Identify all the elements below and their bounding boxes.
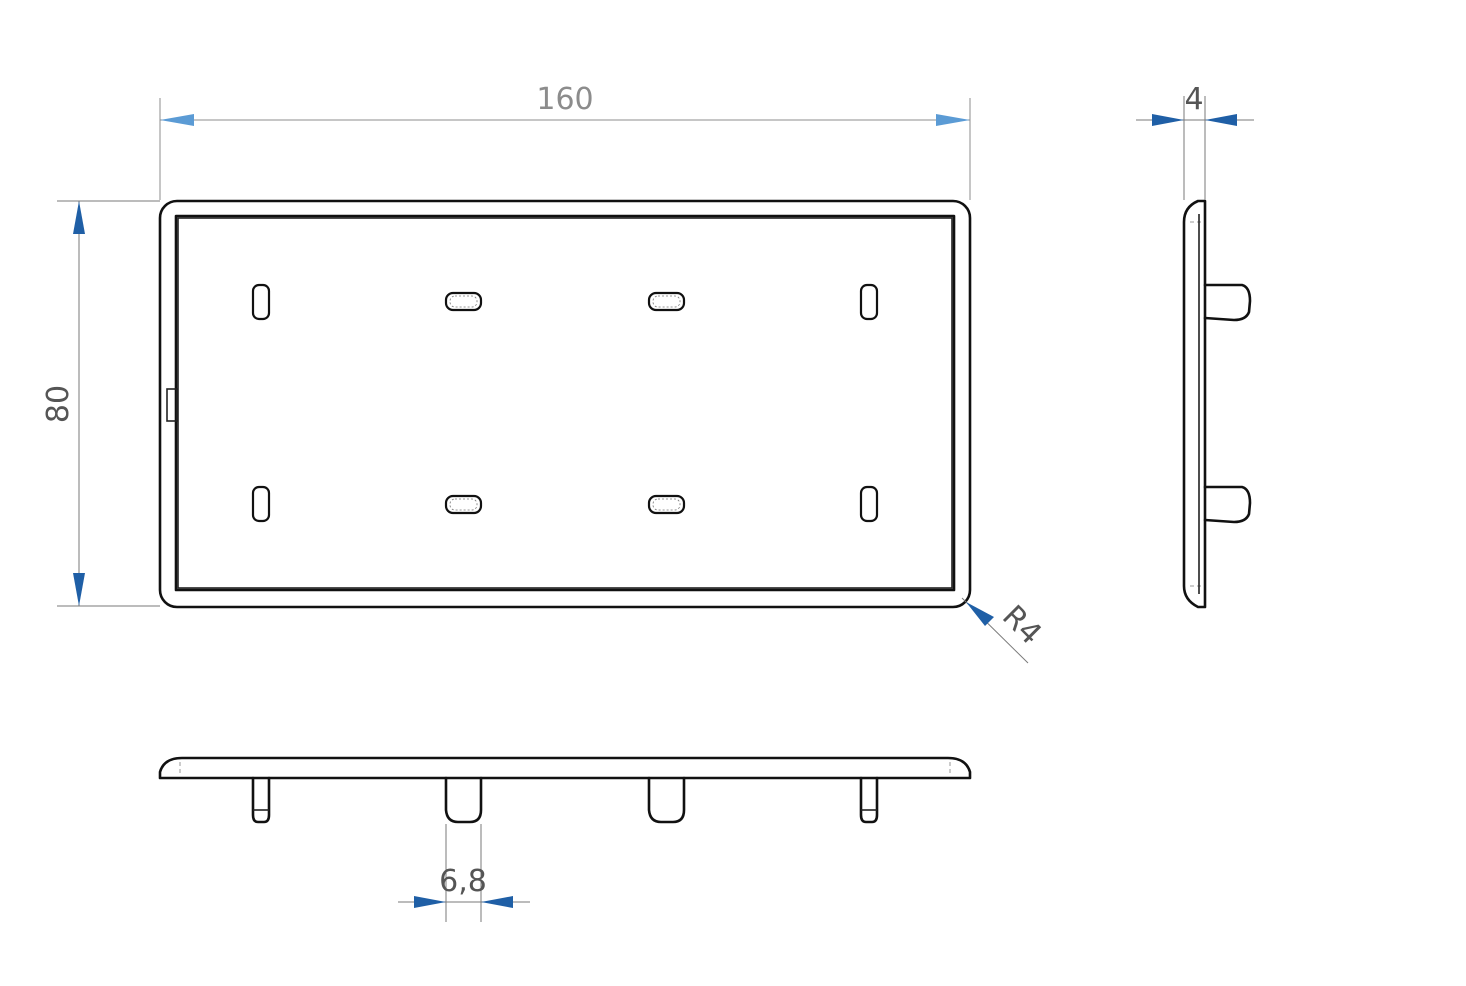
bottom-pin-thin [859, 776, 879, 824]
slot-row-bottom [251, 485, 879, 523]
arrow-right-icon [414, 896, 446, 908]
dimension-height: 80 [41, 200, 160, 607]
dimension-pin-width: 6,8 [398, 824, 530, 922]
dimension-thickness: 4 [1136, 82, 1254, 200]
slot-detail [449, 498, 478, 511]
slot-horizontal [444, 291, 483, 312]
slot-vertical [251, 485, 271, 523]
plate-inner-outline [174, 214, 956, 592]
plate-inner-rim [177, 217, 953, 589]
front-view: 160 80 R4 [41, 82, 1048, 664]
pin-width-label: 6,8 [439, 864, 487, 899]
side-plate-outline [1182, 199, 1207, 609]
slot-horizontal [647, 291, 686, 312]
arrow-right-icon [1152, 114, 1184, 126]
width-label: 160 [536, 82, 593, 117]
radius-label: R4 [995, 599, 1048, 652]
arrow-right-icon [936, 114, 970, 126]
slot-vertical [859, 283, 879, 321]
side-notch [166, 388, 178, 422]
dimension-radius: R4 [961, 597, 1048, 664]
arrow-left-icon [1205, 114, 1237, 126]
bottom-pin-wide [444, 776, 483, 824]
side-pin-bottom [1203, 485, 1252, 524]
slot-vertical [251, 283, 271, 321]
slot-row-top [251, 283, 879, 321]
slot-horizontal [647, 494, 686, 515]
slot-vertical [859, 485, 879, 523]
slot-detail [652, 498, 681, 511]
bottom-view: 6,8 [158, 756, 972, 922]
arrow-radius-icon [966, 602, 994, 626]
arrow-left-icon [481, 896, 513, 908]
slot-detail [652, 295, 681, 308]
bottom-pin-thin [251, 776, 271, 824]
side-view: 4 [1136, 82, 1254, 609]
arrow-down-icon [73, 573, 85, 606]
side-pin-top [1203, 283, 1252, 322]
slot-horizontal [444, 494, 483, 515]
slot-detail [449, 295, 478, 308]
dimension-width: 160 [159, 82, 971, 200]
height-label: 80 [41, 385, 76, 423]
bottom-plate-outline [158, 756, 972, 780]
bottom-pin-wide [647, 776, 686, 824]
arrow-up-icon [73, 201, 85, 234]
plate-outer-outline [158, 199, 972, 609]
arrow-left-icon [160, 114, 194, 126]
thickness-label: 4 [1184, 82, 1203, 117]
